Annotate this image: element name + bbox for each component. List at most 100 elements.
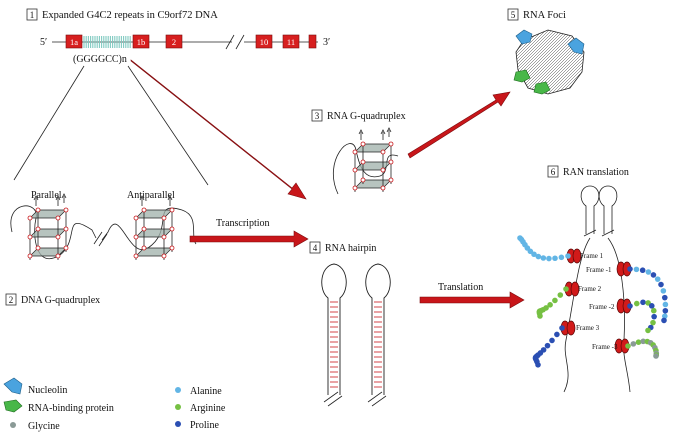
guanine-marker	[161, 215, 167, 221]
amino-acid-dot	[552, 255, 558, 262]
transcription-label: Transcription	[216, 218, 270, 229]
panel-2-title: DNA G-quadruplex	[21, 295, 100, 306]
guanine-marker	[380, 185, 386, 191]
hairpin-structures	[321, 263, 391, 407]
guanine-marker	[388, 159, 394, 165]
panel-5-title: RNA Foci	[523, 10, 566, 21]
panel-1-number-box	[26, 8, 38, 21]
amino-acid-dot	[559, 325, 565, 331]
translation-step: Translation	[419, 282, 525, 309]
amino-acid-dot	[658, 281, 664, 288]
panel-5-rna-foci: 5 RNA Foci	[507, 8, 585, 95]
amino-acid-dot	[648, 303, 655, 309]
panel-6-title: RAN translation	[563, 167, 629, 178]
guanine-marker	[27, 234, 33, 240]
guanine-marker	[360, 141, 366, 147]
proline-dot-icon	[175, 421, 181, 427]
legend-proline: Proline	[190, 420, 219, 431]
panel-5-number-box	[507, 8, 519, 21]
guanine-marker	[63, 226, 69, 232]
zoom-guide-line	[127, 65, 209, 186]
panel-4-rna-hairpin: 4 RNA hairpin	[309, 241, 391, 407]
zoom-guide-line	[13, 65, 85, 181]
amino-acid-dot	[535, 253, 542, 260]
amino-acid-dot	[633, 300, 640, 307]
rna-binding-protein-icon	[533, 81, 551, 95]
panel-3-number: 3	[315, 111, 320, 121]
guanine-marker	[360, 177, 366, 183]
exon-11-label: 11	[287, 37, 295, 47]
amino-acid-dot	[639, 267, 646, 274]
panel-4-title: RNA hairpin	[325, 243, 376, 254]
guanine-marker	[352, 167, 358, 173]
rna-binding-protein-icon	[3, 399, 23, 413]
panel-3-rna-quadruplex: 3 RNA G-quadruplex	[311, 109, 406, 195]
guanine-marker	[35, 207, 41, 213]
nucleolin-icon	[3, 377, 23, 395]
amino-acid-dot	[627, 266, 633, 272]
amino-acid-dot	[517, 235, 523, 241]
exon-10	[255, 34, 273, 49]
break-mark	[583, 229, 597, 237]
panel-6-ran-translation: 6 RAN translation Frame 1 Frame -1 Frame…	[517, 165, 669, 393]
amino-acid-dot	[563, 286, 569, 292]
amino-acid-dot	[557, 292, 564, 298]
amino-acid-dot	[540, 255, 547, 261]
ribosome	[572, 248, 582, 264]
guanine-marker	[380, 149, 386, 155]
guanine-marker	[141, 226, 147, 232]
parallel-quadruplex	[29, 193, 67, 260]
exon-11	[282, 34, 300, 49]
dipeptide-chains	[517, 235, 669, 368]
ribosomes	[560, 248, 632, 354]
exon-1b	[132, 34, 150, 49]
amino-acid-dot	[630, 341, 637, 347]
panel-2-number: 2	[9, 295, 14, 305]
frame-minus-1-label: Frame -1	[586, 266, 612, 274]
amino-acid-dot	[645, 269, 652, 275]
panel-6-number: 6	[551, 167, 556, 177]
guanine-marker	[55, 253, 61, 259]
break-mark	[601, 229, 615, 237]
amino-acid-dot	[627, 303, 633, 309]
exon-2	[165, 34, 183, 49]
amino-acid-dot	[558, 254, 565, 261]
exon-1a	[65, 34, 83, 49]
break-mark	[323, 391, 339, 403]
guanine-markers	[27, 207, 175, 259]
legend-rna-binding-protein: RNA-binding protein	[28, 403, 114, 414]
gene-break-mark	[225, 34, 235, 50]
ran-hairpin	[598, 185, 618, 234]
legend-alanine: Alanine	[190, 386, 222, 397]
transcription-step: Transcription	[189, 218, 309, 248]
amino-acid-dot	[651, 313, 657, 320]
guanine-marker	[352, 149, 358, 155]
guanine-marker	[388, 141, 394, 147]
guanine-marker	[161, 253, 167, 259]
five-prime-label: 5′	[40, 37, 47, 48]
transcription-arrow	[189, 230, 309, 248]
guanine-marker	[360, 159, 366, 165]
glycine-dot-icon	[10, 422, 16, 428]
guanine-marker	[35, 226, 41, 232]
alanine-dot-icon	[175, 387, 181, 393]
legend-glycine: Glycine	[28, 421, 60, 432]
amino-acid-dot	[625, 343, 631, 349]
amino-acid-dot	[547, 302, 553, 308]
guanine-marker	[133, 234, 139, 240]
exon-2-label: 2	[172, 37, 176, 47]
amino-acid-dot	[549, 337, 555, 344]
exon-1a-label: 1a	[70, 37, 78, 47]
amino-acid-dot	[640, 299, 646, 306]
guanine-marker	[55, 234, 61, 240]
dna-break-mark	[93, 231, 103, 245]
panel-5-number: 5	[511, 10, 516, 20]
ribosome	[570, 281, 580, 297]
amino-acid-dot	[565, 253, 571, 259]
mrna-strand	[607, 237, 631, 393]
exon-10-label: 10	[260, 37, 269, 47]
rna-binding-protein-icon	[513, 69, 531, 83]
amino-acid-dot	[546, 255, 552, 262]
panel-4-number-box	[309, 241, 321, 254]
